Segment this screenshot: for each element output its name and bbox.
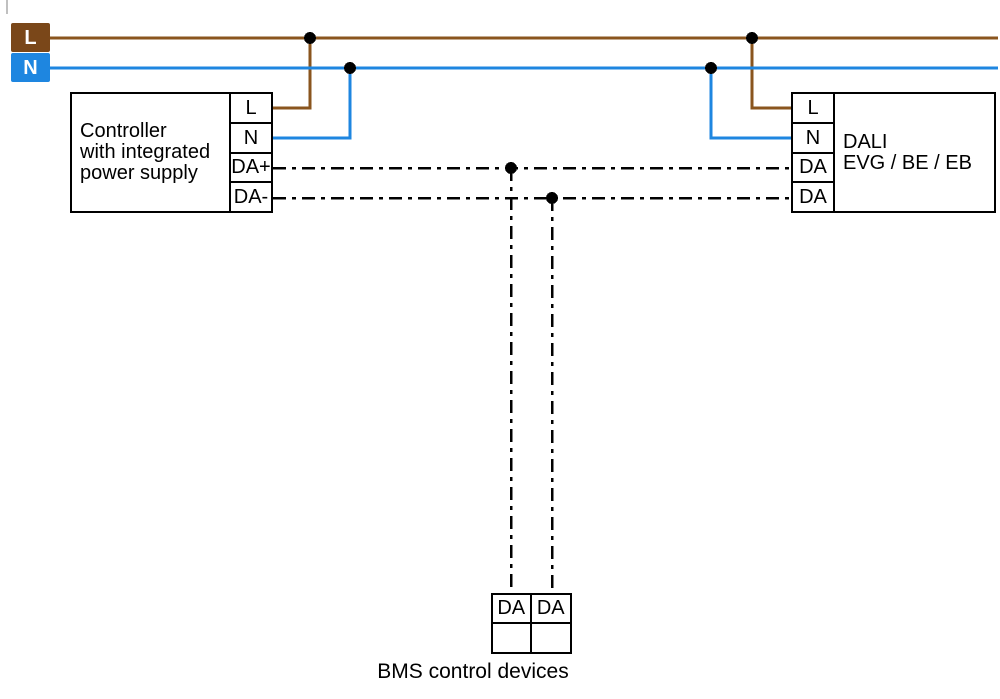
neutral-badge: N: [11, 53, 50, 82]
neutral-wire-drop-right: [709, 68, 791, 140]
junction-dot-neutral-left: [344, 62, 356, 74]
junction-dot-da-minus: [546, 192, 558, 204]
junction-dot-live-right: [746, 32, 758, 44]
controller-terminal-l: L: [231, 94, 271, 124]
controller-label-line3: power supply: [80, 162, 198, 184]
bms-cell-empty2: [532, 624, 571, 653]
dali-terminal-da1: DA: [793, 154, 833, 184]
dali-device-box: L N DA DA DALI EVG / BE / EB: [791, 92, 996, 213]
junction-dot-live-left: [304, 32, 316, 44]
neutral-wire-drop-left: [273, 68, 352, 140]
bms-terminal-da2: DA: [531, 595, 570, 624]
dali-label-line2: EVG / BE / EB: [843, 151, 972, 174]
live-badge: L: [11, 23, 50, 52]
live-wire-drop-left: [273, 38, 312, 110]
dali-device-label: DALI EVG / BE / EB: [835, 94, 994, 211]
bms-box: DA DA: [491, 593, 572, 654]
controller-terminal-da-minus: DA-: [233, 186, 269, 209]
dali-terminal-column: L N DA DA: [793, 94, 835, 211]
controller-label: Controller with integrated power supply: [72, 94, 229, 211]
bms-terminal-da1: DA: [493, 595, 532, 624]
dali-label-line1: DALI: [843, 130, 888, 153]
dali-terminal-n: N: [793, 124, 833, 154]
controller-terminal-n: N: [231, 124, 271, 154]
dali-terminal-l: L: [793, 94, 833, 124]
controller-terminal-column: L N DA+ DA-: [229, 94, 271, 211]
live-wire-drop-right: [750, 38, 791, 110]
bms-cell-empty1: [493, 623, 532, 652]
controller-box: Controller with integrated power supply …: [70, 92, 273, 213]
controller-label-line2: with integrated: [80, 141, 211, 163]
frame-artifact-line: [6, 0, 8, 14]
junction-dot-neutral-right: [705, 62, 717, 74]
dali-terminal-da2: DA: [799, 186, 827, 209]
junction-dot-da-plus: [505, 162, 517, 174]
controller-label-line1: Controller: [80, 120, 167, 142]
bms-caption: BMS control devices: [377, 660, 569, 683]
controller-terminal-da-plus: DA+: [231, 154, 271, 184]
